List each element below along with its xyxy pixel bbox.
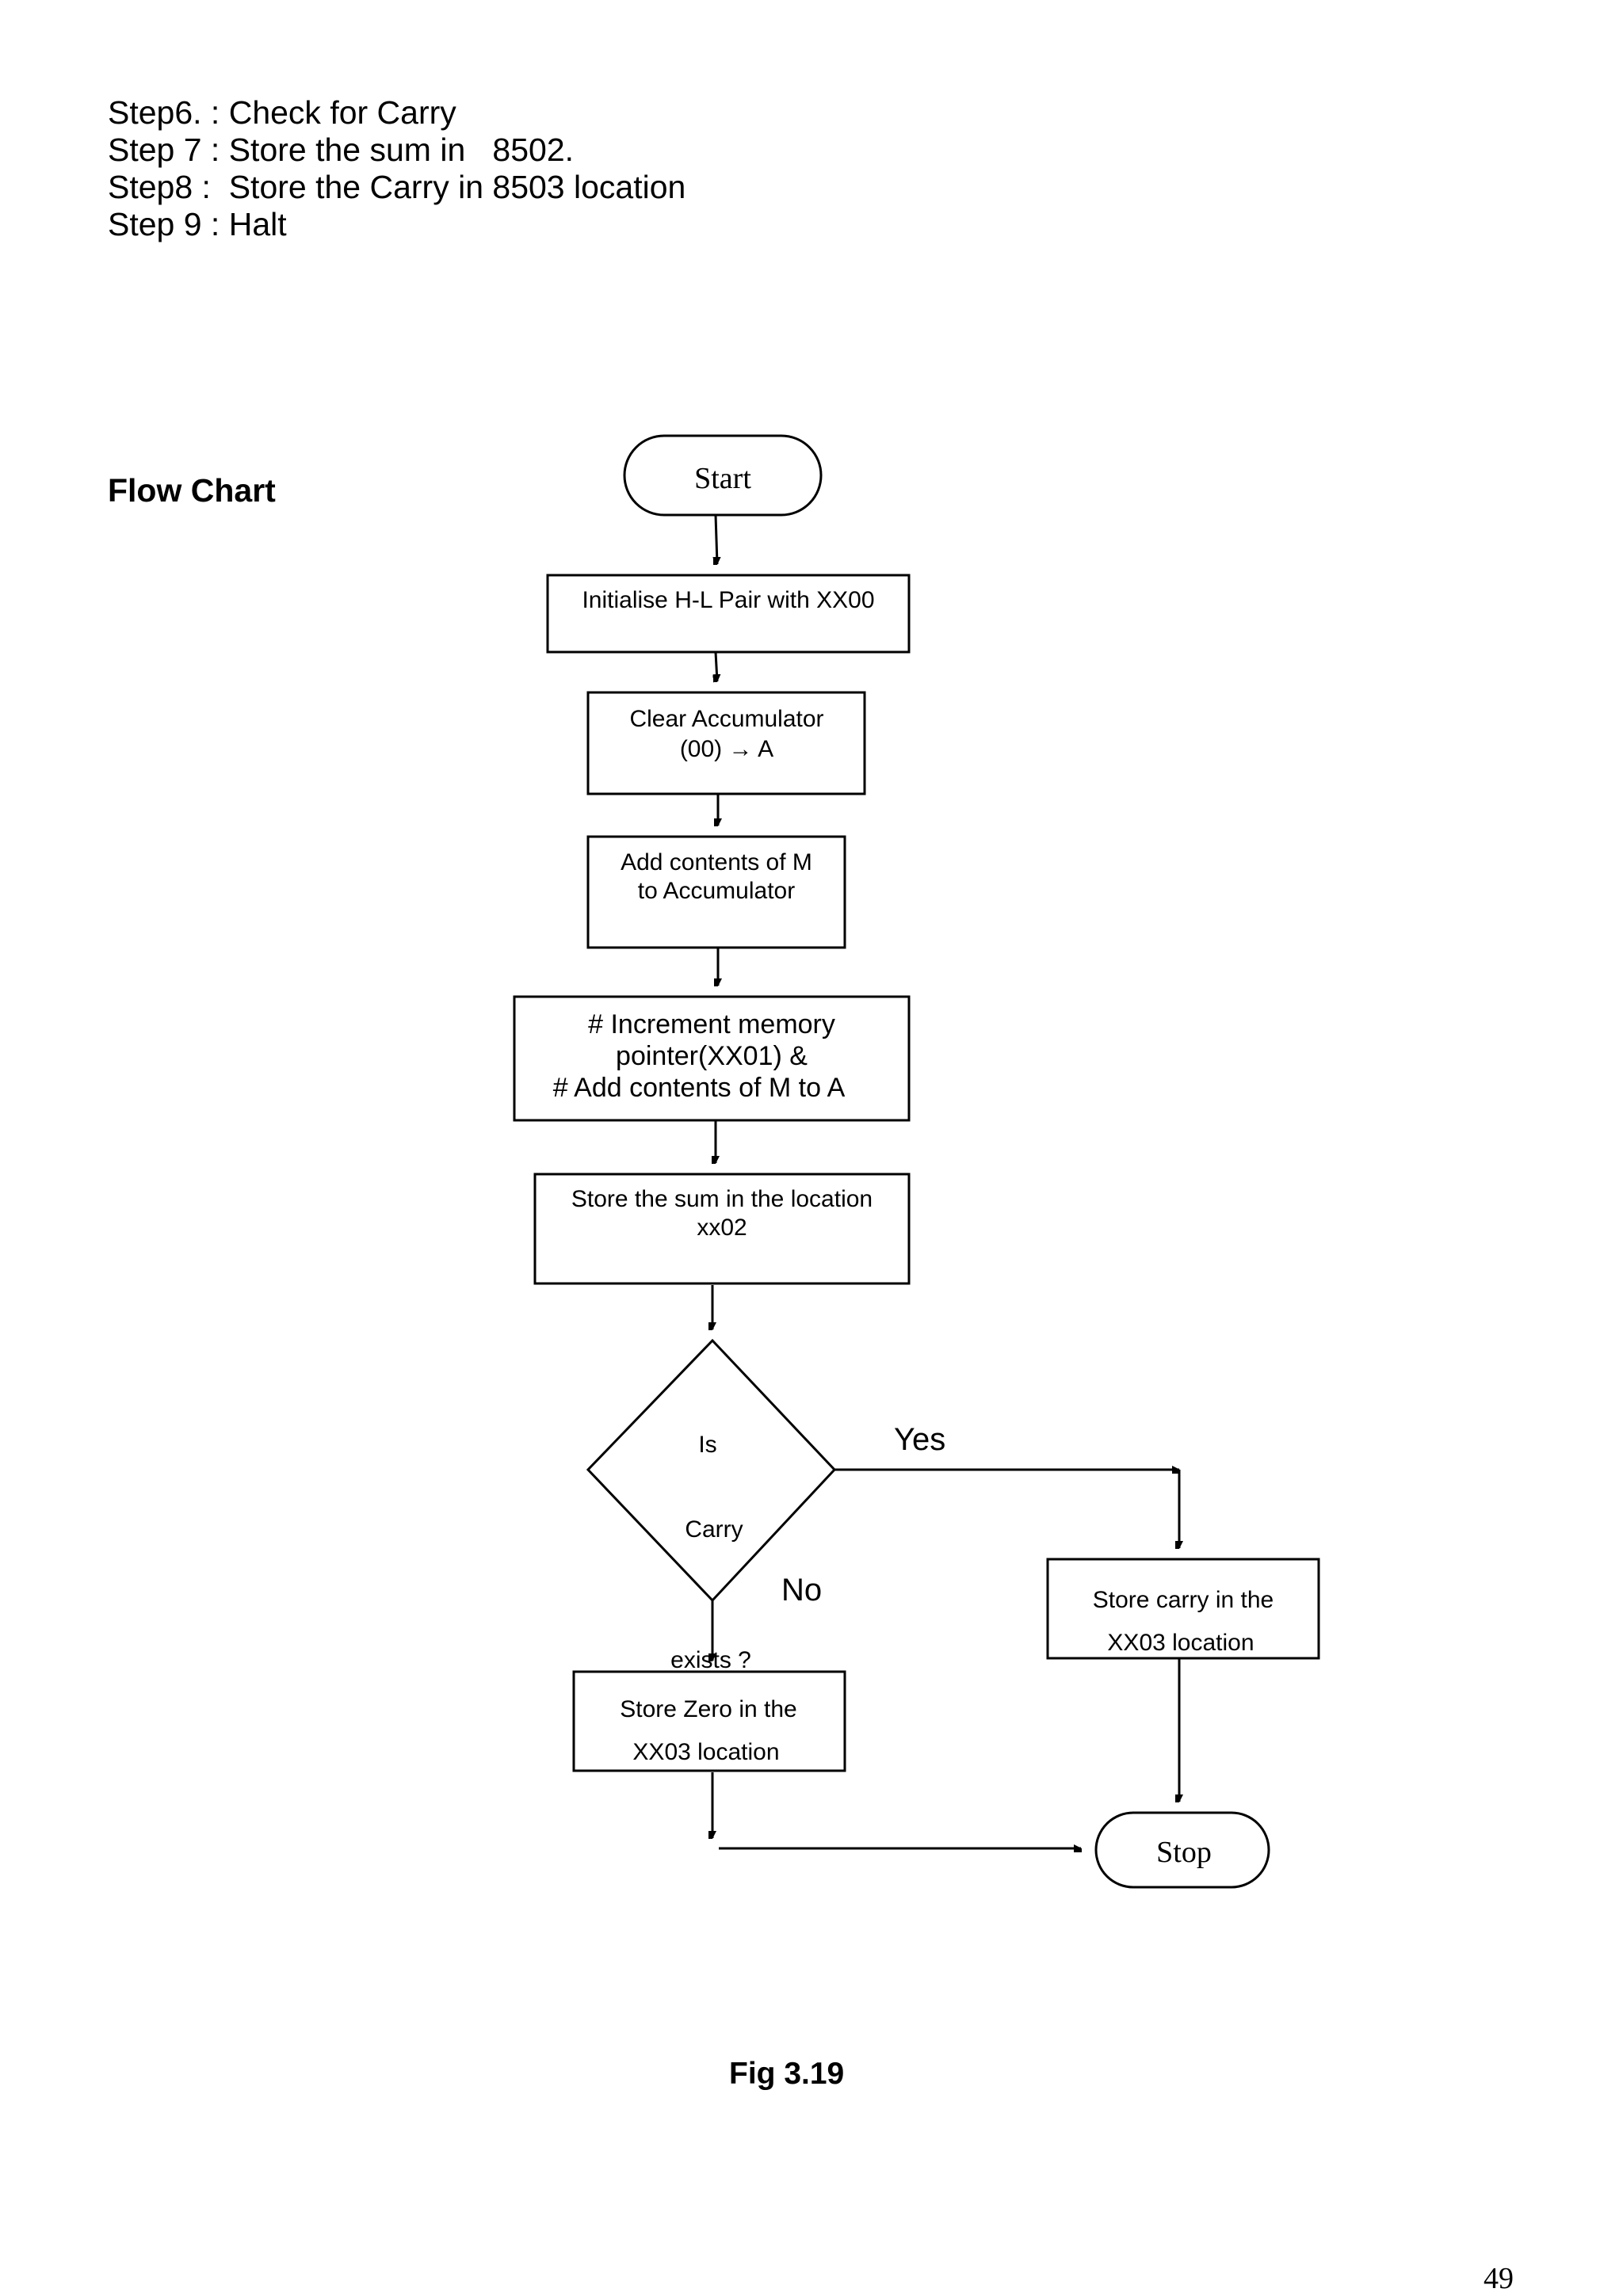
decision-label-line3: exists ? <box>670 1647 751 1673</box>
clear-label-line2: (00) → A <box>680 736 773 762</box>
add-contents-node: Add contents of M to Accumulator <box>586 835 846 949</box>
store-zero-label-line1: Store Zero in the <box>620 1696 796 1722</box>
edge-init-clear <box>716 651 717 681</box>
step-8: Step8 : Store the Carry in 8503 location <box>108 169 686 205</box>
start-label: Start <box>694 462 751 495</box>
yes-label: Yes <box>894 1422 945 1457</box>
increment-label-line1: # Increment memory <box>588 1009 835 1039</box>
increment-label-line2: pointer(XX01) & <box>616 1041 808 1071</box>
store-sum-node: Store the sum in the location xx02 <box>533 1173 911 1285</box>
store-zero-node: Store Zero in the XX03 location <box>572 1670 846 1772</box>
flow-chart-heading: Flow Chart <box>108 472 276 509</box>
no-label: No <box>781 1573 822 1608</box>
increment-label-line3: # Add contents of M to A <box>553 1073 846 1103</box>
store-zero-label-line2: XX03 location <box>632 1739 779 1765</box>
add-label-line2: to Accumulator <box>638 878 795 904</box>
store-carry-label-line1: Store carry in the <box>1093 1587 1274 1613</box>
start-node: Start <box>623 434 823 517</box>
add-label-line1: Add contents of M <box>621 849 812 875</box>
init-label: Initialise H-L Pair with XX00 <box>582 587 874 613</box>
store-sum-label-line1: Store the sum in the location <box>571 1186 873 1212</box>
store-sum-label-line2: xx02 <box>697 1215 747 1241</box>
stop-label: Stop <box>1156 1836 1212 1869</box>
clear-accumulator-node: Clear Accumulator (00) → A <box>586 691 866 795</box>
init-node: Initialise H-L Pair with XX00 <box>546 574 911 654</box>
figure-caption: Fig 3.19 <box>729 2057 845 2091</box>
algorithm-steps: Step6. : Check for Carry Step 7 : Store … <box>108 94 685 243</box>
page-number: 49 <box>1484 2262 1514 2295</box>
decision-label-line2: Carry <box>685 1516 743 1543</box>
step-7: Step 7 : Store the sum in 8502. <box>108 132 575 168</box>
store-carry-label-line2: XX03 location <box>1107 1630 1254 1656</box>
store-carry-node: Store carry in the XX03 location <box>1046 1558 1320 1660</box>
decision-label-line1: Is <box>698 1432 716 1458</box>
clear-label-line1: Clear Accumulator <box>629 706 823 732</box>
increment-node: # Increment memory pointer(XX01) & # Add… <box>513 995 911 1122</box>
step-6: Step6. : Check for Carry <box>108 94 456 131</box>
step-9: Step 9 : Halt <box>108 206 287 242</box>
stop-node: Stop <box>1094 1811 1270 1889</box>
edge-start-init <box>716 514 717 564</box>
